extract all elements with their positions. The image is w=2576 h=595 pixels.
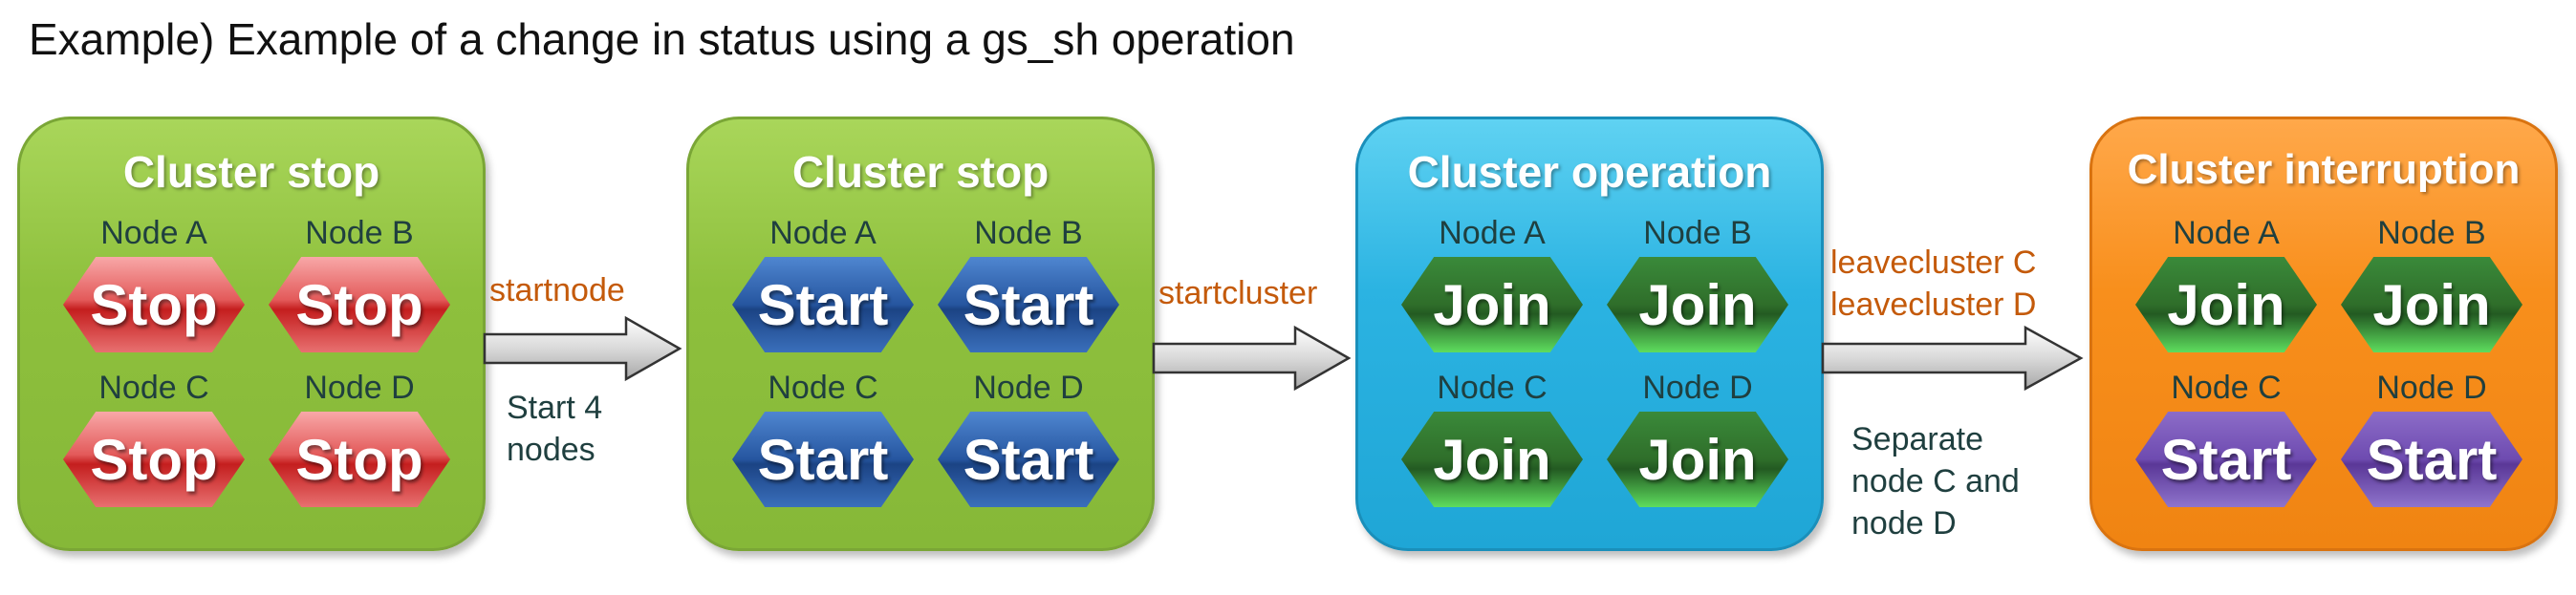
node-d-status-join: Join xyxy=(1607,412,1788,507)
node-a-status-join: Join xyxy=(1401,257,1583,352)
node-d-status-start: Start xyxy=(938,412,1119,507)
transition-arrow-2 xyxy=(1152,325,1352,392)
transition-operation-leavecluster-c: leavecluster C xyxy=(1830,244,2037,281)
node-label-d: Node D xyxy=(1642,370,1753,406)
panel-title: Cluster stop xyxy=(122,147,380,197)
panel-cluster-operation: Cluster operation Node A Node B Join Joi… xyxy=(1355,117,1824,551)
node-c-status-join: Join xyxy=(1401,412,1583,507)
transition-note-line: node C and xyxy=(1851,463,2020,499)
node-label-b: Node B xyxy=(305,215,414,251)
panel-cluster-stop-2: Cluster stop Node A Node B Start Start N… xyxy=(686,117,1155,551)
panel-title: Cluster stop xyxy=(791,147,1050,197)
node-b-status-join: Join xyxy=(1607,257,1788,352)
node-c-status-start: Start xyxy=(732,412,914,507)
node-label-a: Node A xyxy=(2173,215,2280,251)
node-b-status-join: Join xyxy=(2341,257,2522,352)
transition-arrow-3 xyxy=(1821,325,2084,392)
node-c-status-start: Start xyxy=(2135,412,2317,507)
transition-operation-leavecluster-d: leavecluster D xyxy=(1830,287,2037,323)
node-label-c: Node C xyxy=(1437,370,1548,406)
node-label-a: Node A xyxy=(1439,215,1546,251)
node-label-b: Node B xyxy=(2377,215,2486,251)
node-label-d: Node D xyxy=(2376,370,2487,406)
node-label-d: Node D xyxy=(973,370,1084,406)
transition-operation-startcluster: startcluster xyxy=(1158,275,1318,311)
panel-title: Cluster operation xyxy=(1407,147,1772,197)
node-b-status-stop: Stop xyxy=(269,257,450,352)
node-label-d: Node D xyxy=(304,370,415,406)
panel-cluster-interruption: Cluster interruption Node A Node B Join … xyxy=(2089,117,2558,551)
node-d-status-stop: Stop xyxy=(269,412,450,507)
node-d-status-start: Start xyxy=(2341,412,2522,507)
transition-note-line: Start 4 xyxy=(507,390,603,426)
node-b-status-start: Start xyxy=(938,257,1119,352)
node-a-status-stop: Stop xyxy=(63,257,245,352)
node-label-c: Node C xyxy=(768,370,878,406)
node-label-c: Node C xyxy=(98,370,209,406)
node-a-status-start: Start xyxy=(732,257,914,352)
diagram-title: Example) Example of a change in status u… xyxy=(29,14,1295,64)
node-label-b: Node B xyxy=(1643,215,1752,251)
node-label-c: Node C xyxy=(2171,370,2282,406)
panel-title: Cluster interruption xyxy=(2127,146,2521,193)
node-a-status-join: Join xyxy=(2135,257,2317,352)
node-c-status-stop: Stop xyxy=(63,412,245,507)
transition-note-line: Separate xyxy=(1851,421,1983,457)
transition-note-line: nodes xyxy=(507,432,595,468)
panel-cluster-stop-1: Cluster stop Node A Node B Stop Stop Nod… xyxy=(17,117,486,551)
transition-operation-startnode: startnode xyxy=(489,272,625,308)
node-label-a: Node A xyxy=(769,215,877,251)
transition-note-line: node D xyxy=(1851,505,1957,542)
node-label-b: Node B xyxy=(974,215,1083,251)
transition-arrow-1 xyxy=(483,315,682,382)
node-label-a: Node A xyxy=(100,215,207,251)
